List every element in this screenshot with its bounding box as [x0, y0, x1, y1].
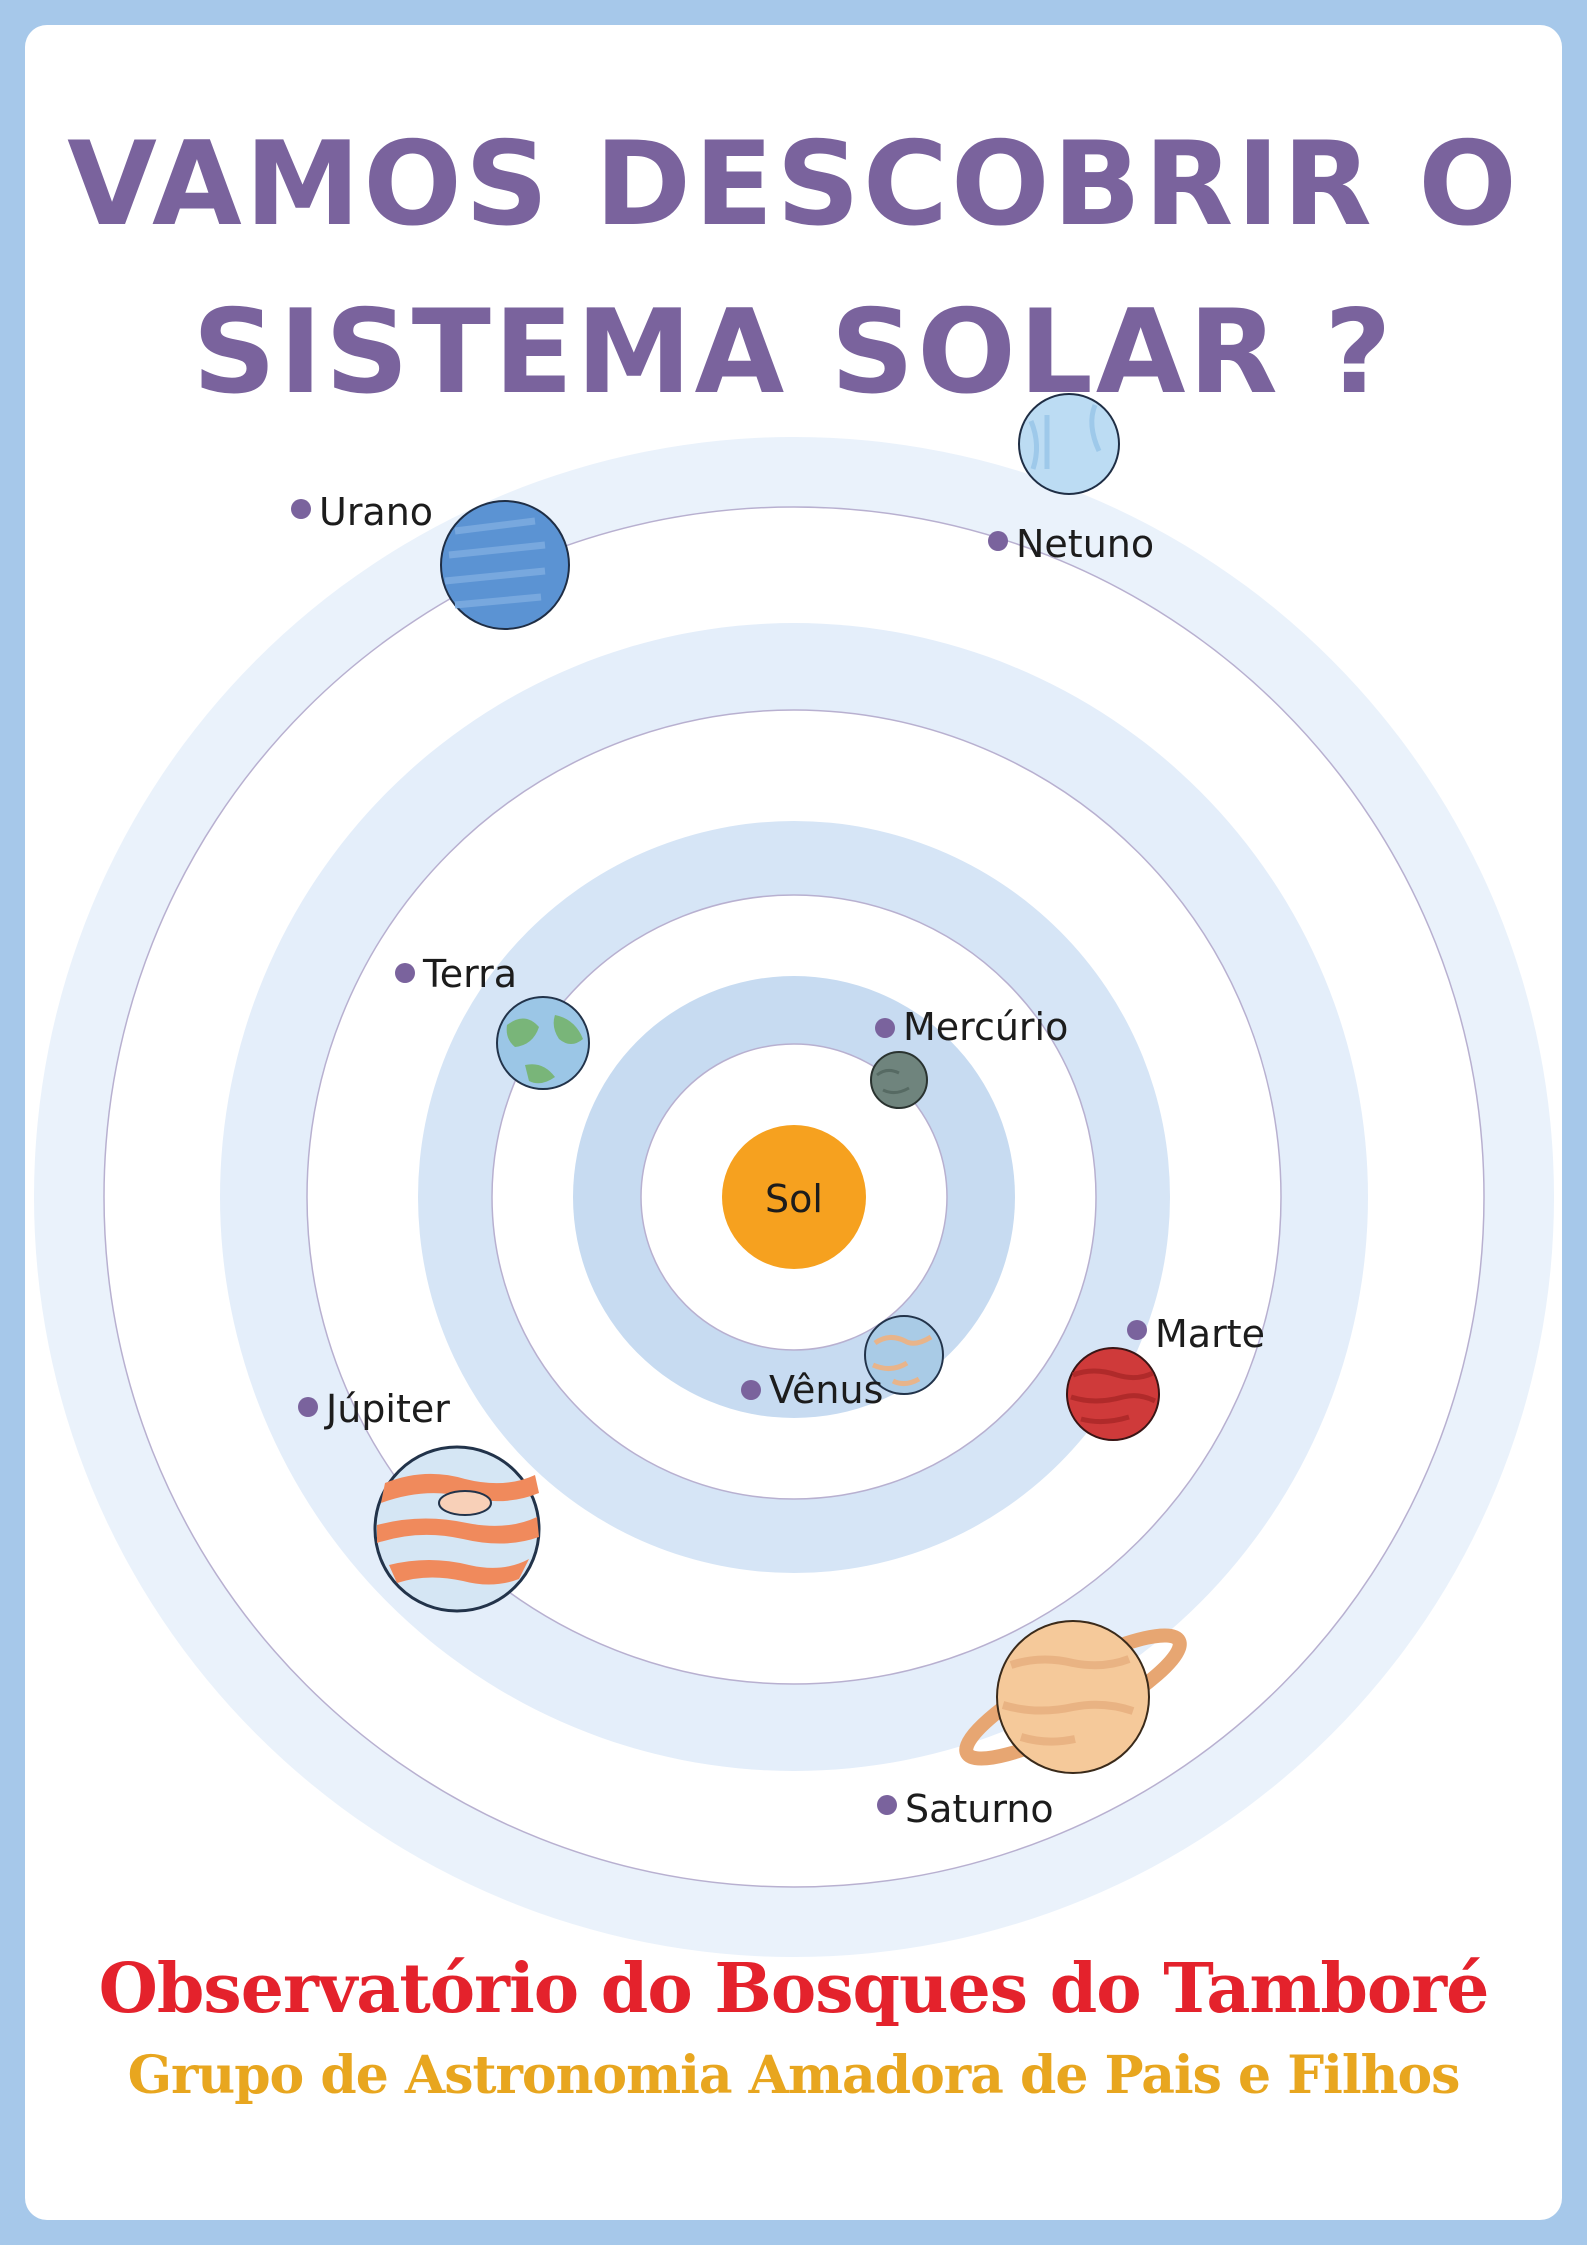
- saturno-dot: [877, 1795, 897, 1815]
- planet-marte: Marte: [1066, 1312, 1265, 1441]
- planet-netuno: Netuno: [988, 393, 1154, 566]
- page-title-line-2: SISTEMA SOLAR ?: [192, 285, 1395, 420]
- planet-mercurio: Mercúrio: [870, 1005, 1068, 1109]
- jupiter-label: Júpiter: [324, 1387, 450, 1431]
- sun-label: Sol: [765, 1177, 823, 1221]
- netuno-dot: [988, 531, 1008, 551]
- poster-card: VAMOS DESCOBRIR O SISTEMA SOLAR ? Sol Me…: [25, 25, 1562, 2220]
- group-name: Grupo de Astronomia Amadora de Pais e Fi…: [127, 2045, 1461, 2106]
- saturno-label: Saturno: [905, 1787, 1054, 1831]
- saturno-planet: [996, 1620, 1150, 1774]
- organization-name: Observatório do Bosques do Tamboré: [98, 1949, 1490, 2029]
- terra-label: Terra: [422, 952, 517, 996]
- jupiter-dot: [298, 1397, 318, 1417]
- page-title-line-1: VAMOS DESCOBRIR O: [67, 117, 1520, 252]
- urano-dot: [291, 499, 311, 519]
- mercurio-dot: [875, 1018, 895, 1038]
- urano-planet: [440, 500, 570, 630]
- marte-planet: [1066, 1347, 1160, 1441]
- netuno-label: Netuno: [1016, 522, 1154, 566]
- venus-dot: [741, 1380, 761, 1400]
- mercurio-label: Mercúrio: [903, 1005, 1068, 1049]
- venus-label: Vênus: [769, 1368, 883, 1412]
- planet-saturno: Saturno: [877, 1620, 1187, 1831]
- terra-dot: [395, 963, 415, 983]
- planet-venus: Vênus: [741, 1315, 944, 1412]
- sun: Sol: [722, 1125, 866, 1269]
- mercurio-planet: [870, 1051, 928, 1109]
- planet-urano: Urano: [291, 490, 570, 630]
- urano-label: Urano: [319, 490, 433, 534]
- marte-dot: [1127, 1320, 1147, 1340]
- solar-system-diagram: Sol Mercúrio Vênus Terra: [34, 393, 1554, 1957]
- planet-jupiter: Júpiter: [298, 1387, 541, 1613]
- sun-disc: [722, 1125, 866, 1269]
- marte-label: Marte: [1155, 1312, 1265, 1356]
- planet-terra: Terra: [395, 952, 590, 1090]
- venus-planet: [864, 1315, 944, 1395]
